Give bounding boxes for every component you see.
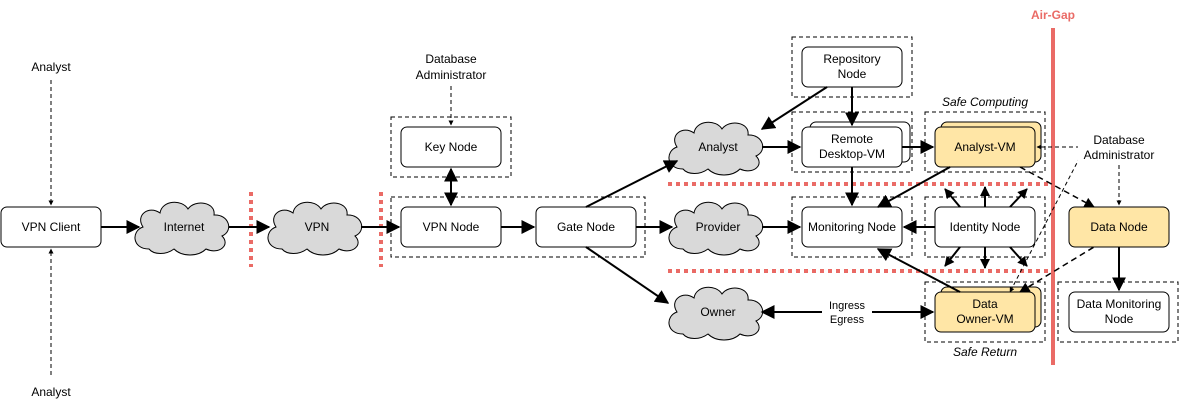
gate-node-label: Gate Node <box>557 220 615 234</box>
solid-arrows <box>101 86 1126 319</box>
provider-cloud-label: Provider <box>696 220 741 234</box>
cloud-provider <box>668 201 764 256</box>
owner-cloud-label: Owner <box>700 305 735 319</box>
data-monitoring-label-line2: Node <box>1105 312 1134 326</box>
db-admin-right-bg <box>1078 131 1160 163</box>
data-owner-vm-label-line1: Data <box>972 297 998 311</box>
node-labels: VPN Client Key Node VPN Node Gate Node R… <box>22 52 1162 326</box>
ingress-egress-bg <box>822 297 872 327</box>
db-admin-right-line1: Database <box>1093 133 1145 147</box>
air-gap-label: Air-Gap <box>1031 8 1075 22</box>
cloud-internet <box>134 201 230 256</box>
repository-label-line2: Node <box>838 67 867 81</box>
group-boxes <box>390 36 1179 343</box>
analyst-top-label: Analyst <box>31 60 71 74</box>
analyst-vm-label: Analyst-VM <box>954 140 1015 154</box>
remote-desktop-label-line2: Desktop-VM <box>819 147 885 161</box>
identity-node-label: Identity Node <box>950 220 1021 234</box>
egress-label: Egress <box>830 314 865 326</box>
cloud-owner <box>668 286 764 341</box>
monitoring-node-label: Monitoring Node <box>808 220 896 234</box>
analyst-cloud-label: Analyst <box>698 140 738 154</box>
vpn-cloud-label: VPN <box>305 220 330 234</box>
internet-label: Internet <box>164 220 205 234</box>
safe-return-label: Safe Return <box>953 345 1017 359</box>
key-node <box>400 126 502 168</box>
key-node-label: Key Node <box>425 140 478 154</box>
data-owner-vm-node <box>934 291 1036 333</box>
analyst-bottom-label: Analyst <box>31 385 71 399</box>
dashed-arrows <box>48 80 1122 375</box>
identity-arrows <box>944 186 1028 269</box>
clouds <box>134 121 764 341</box>
repository-label-line1: Repository <box>823 52 880 66</box>
dashed-data-arrows <box>1019 166 1095 293</box>
data-monitoring-node <box>1068 291 1170 333</box>
db-admin-left-line2: Administrator <box>416 68 487 82</box>
remote-desktop-label-line1: Remote <box>831 132 873 146</box>
data-owner-vm-label-line2: Owner-VM <box>956 312 1013 326</box>
free-labels: Analyst Analyst Database Administrator D… <box>31 52 1160 399</box>
vpn-client-label: VPN Client <box>22 220 81 234</box>
data-monitoring-label-line1: Data Monitoring <box>1077 297 1162 311</box>
analyst-vm-node <box>934 126 1036 168</box>
safe-computing-label: Safe Computing <box>942 95 1028 109</box>
data-node-label: Data Node <box>1090 220 1148 234</box>
cloud-analyst <box>668 121 764 176</box>
monitoring-node <box>801 206 903 248</box>
vpn-node-label: VPN Node <box>423 220 480 234</box>
cloud-labels: Internet VPN Analyst Provider Owner <box>164 140 741 319</box>
ingress-label: Ingress <box>829 300 866 312</box>
nodes <box>0 46 1170 333</box>
db-admin-right-line2: Administrator <box>1084 148 1155 162</box>
db-admin-left-line1: Database <box>425 52 477 66</box>
cloud-vpn <box>267 201 363 256</box>
